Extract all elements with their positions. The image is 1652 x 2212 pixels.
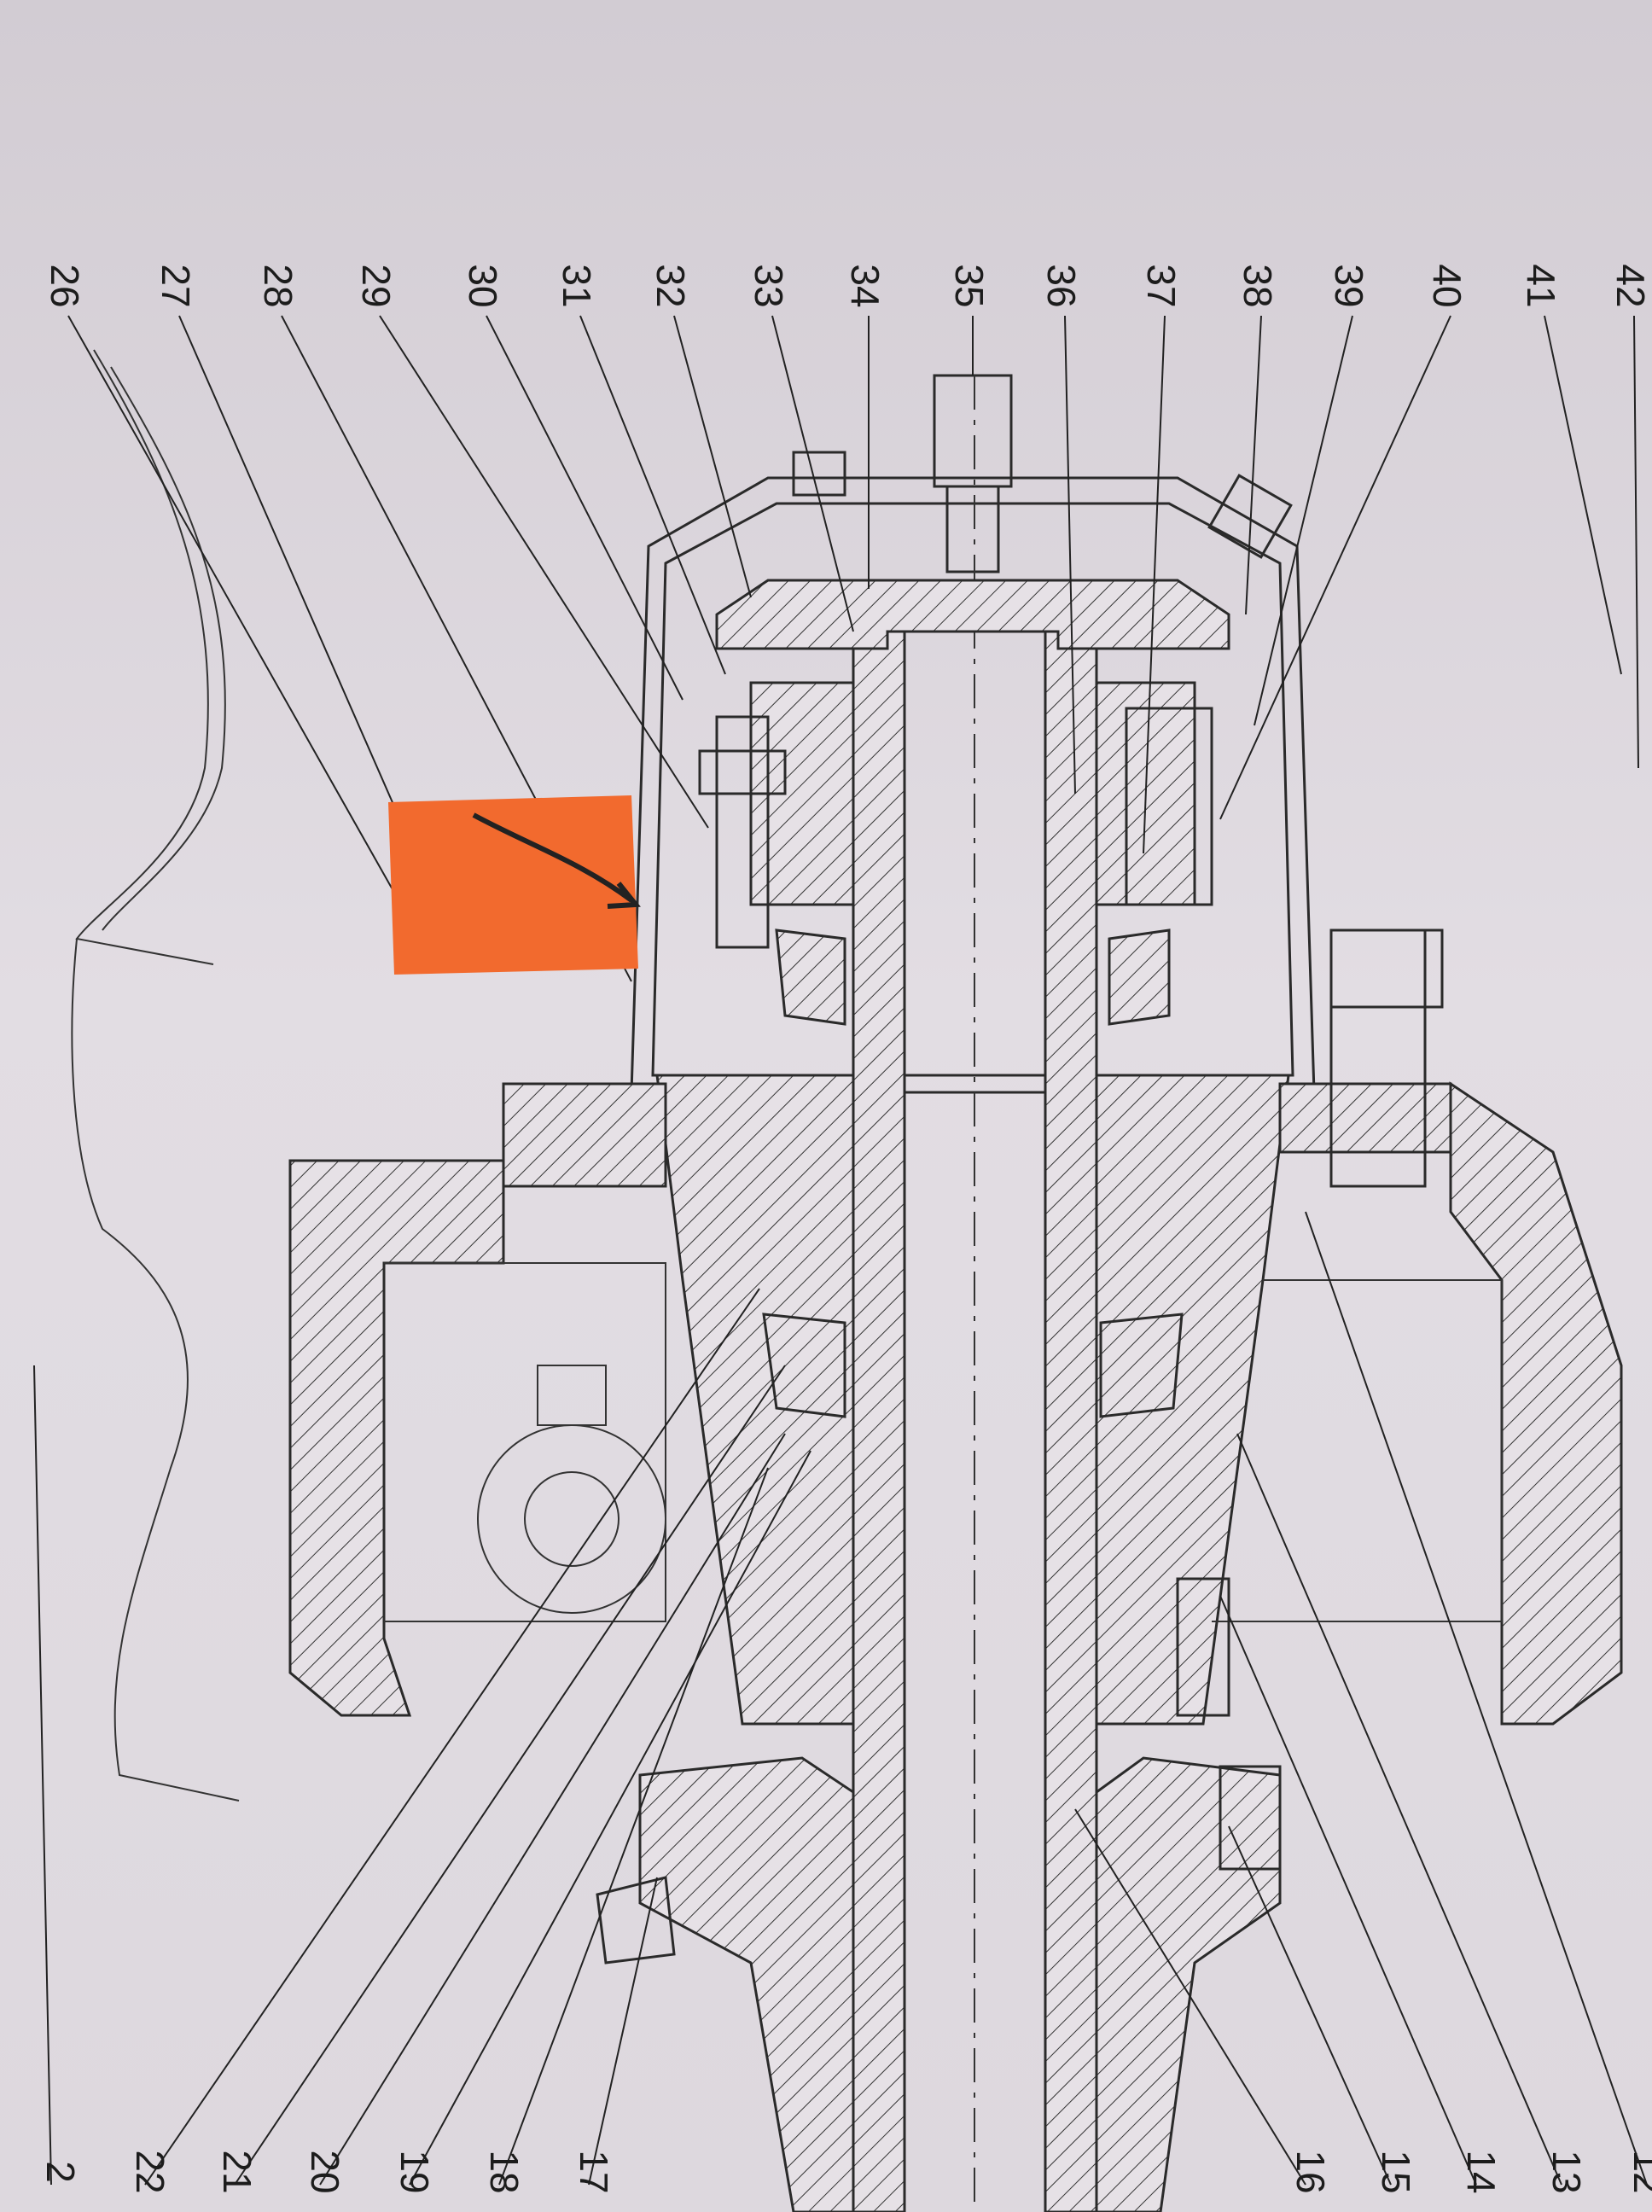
callout-top-30: 30	[461, 264, 505, 307]
axle-shaft-right	[1044, 630, 1098, 2212]
callout-bottom-14: 14	[1459, 2150, 1504, 2193]
outer-bearing-right	[1108, 928, 1171, 1026]
brake-drum-right	[1212, 1279, 1503, 1622]
callout-bottom-21: 21	[215, 2150, 259, 2193]
hub-cap-inner	[651, 502, 1294, 1077]
callout-bottom-13: 13	[1544, 2150, 1589, 2193]
callout-bottom-22: 22	[128, 2150, 172, 2193]
axle-housing-right	[1095, 1756, 1282, 2212]
callout-bottom-17: 17	[572, 2150, 616, 2193]
axle-shaft-left	[852, 630, 906, 2212]
callout-top-38: 38	[1236, 264, 1280, 307]
rim-profile-left-inner	[102, 366, 226, 931]
callout-top-41: 41	[1519, 264, 1563, 307]
cap-bolt-35	[933, 374, 1013, 488]
callout-top-40: 40	[1425, 264, 1469, 307]
mount-bolt-14	[1219, 1765, 1282, 1871]
callout-top-35: 35	[947, 264, 992, 307]
callout-bottom-20: 20	[303, 2150, 347, 2193]
callout-bottom-19: 19	[393, 2150, 437, 2193]
callout-bottom-15: 15	[1374, 2150, 1418, 2193]
callout-top-33: 33	[747, 264, 791, 307]
callout-top-26: 26	[43, 264, 87, 307]
wheel-hub-body-right	[1095, 1074, 1290, 1726]
leader-lines-bottom	[33, 1211, 1648, 2186]
cap-bolt-38	[1207, 474, 1293, 559]
callout-bottom-12: 12	[1626, 2150, 1652, 2193]
planet-pin	[1125, 707, 1213, 906]
callout-numbers-top: 26 27 28 29 30 31 32 33 34 35 36 37 38 39 40 41 42	[43, 264, 1652, 307]
inner-bearing-right	[1099, 1313, 1184, 1418]
callout-top-27: 27	[154, 264, 198, 307]
outer-bearing-left	[775, 928, 846, 1026]
cap-bolt-left	[792, 451, 846, 497]
wheel-flange-left	[502, 1082, 667, 1188]
callout-top-31: 31	[555, 264, 599, 307]
callout-bottom-2: 2	[38, 2161, 83, 2183]
callout-top-42: 42	[1608, 264, 1652, 307]
planet-carrier-left	[749, 681, 855, 906]
callout-top-39: 39	[1327, 264, 1371, 307]
inner-bearing-left	[762, 1313, 846, 1418]
brake-housing-right	[1449, 1081, 1623, 1726]
callout-top-32: 32	[649, 264, 693, 307]
callout-top-28: 28	[256, 264, 300, 307]
callout-top-34: 34	[843, 264, 887, 307]
callout-bottom-16: 16	[1288, 2150, 1333, 2193]
brake-housing-left	[288, 1159, 505, 1717]
sticky-note	[388, 795, 641, 975]
axle-housing-left	[638, 1756, 855, 2212]
brake-drum-left	[384, 1262, 666, 1622]
rim-profile-left	[71, 349, 240, 1802]
carrier-bolt	[715, 715, 770, 949]
callout-top-37: 37	[1139, 264, 1184, 307]
handdrawn-arrow	[472, 812, 633, 903]
callout-top-36: 36	[1039, 264, 1084, 307]
callout-bottom-18: 18	[482, 2150, 526, 2193]
wheel-hub-body-left	[655, 1074, 855, 1726]
callout-top-29: 29	[354, 264, 398, 307]
